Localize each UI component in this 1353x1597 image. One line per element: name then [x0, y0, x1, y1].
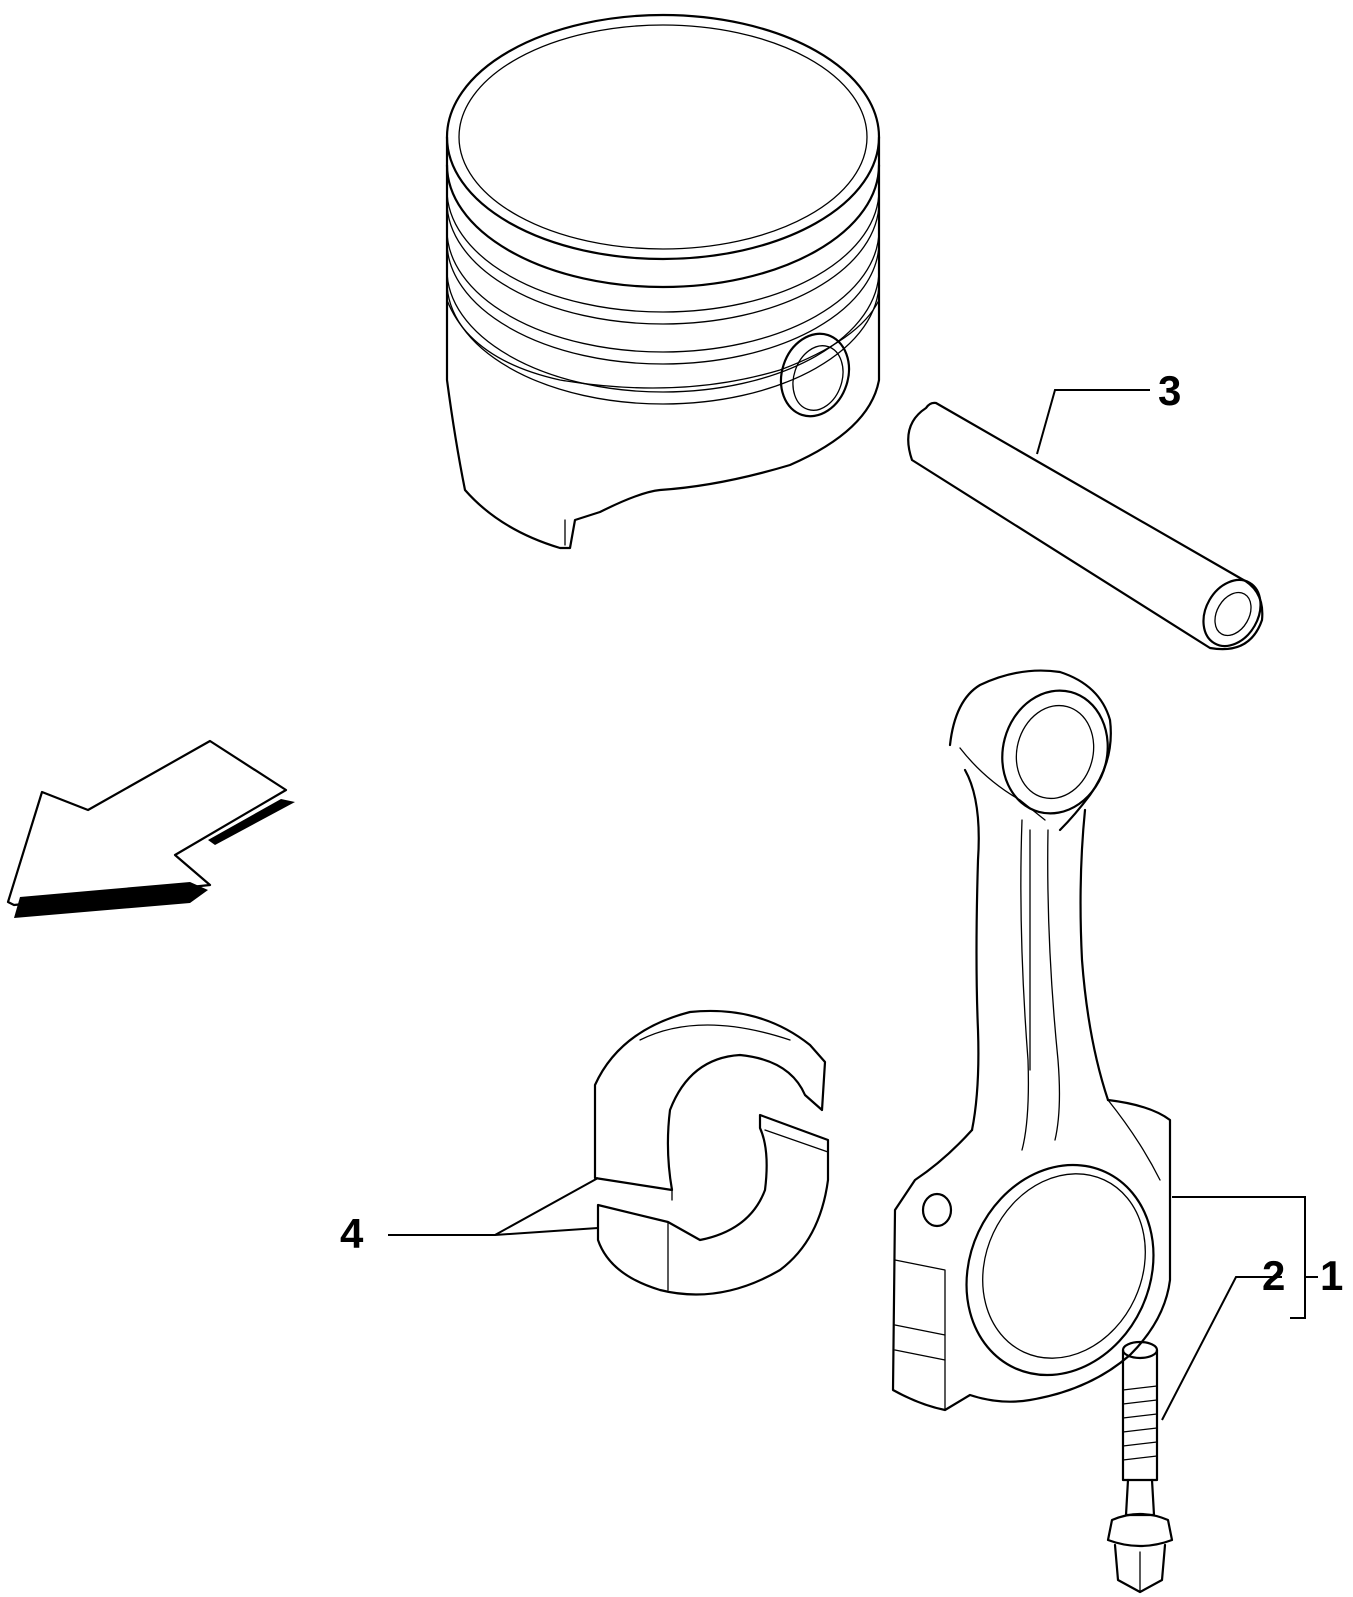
callout-1: 1	[1320, 1252, 1343, 1299]
leader-lines	[388, 389, 1318, 1421]
callout-4: 4	[340, 1210, 364, 1257]
connecting-rod-bolt	[1106, 1340, 1174, 1594]
callout-2: 2	[1262, 1252, 1285, 1299]
bearing-shells	[593, 1009, 830, 1296]
piston-pin	[907, 401, 1264, 651]
piston	[445, 13, 881, 550]
direction-arrow-icon	[6, 739, 295, 918]
connecting-rod	[891, 669, 1172, 1412]
callout-3: 3	[1158, 367, 1181, 414]
